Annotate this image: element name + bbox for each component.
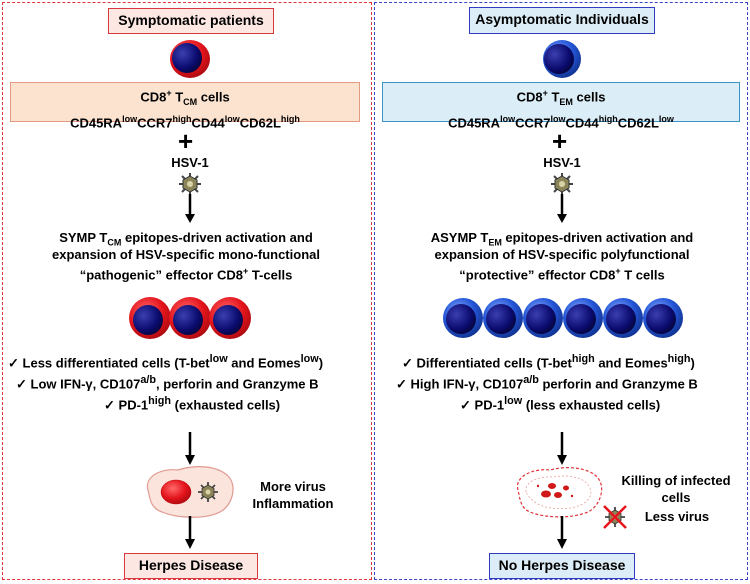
- symp-activation-line1: SYMP TCM epitopes-driven activation and: [59, 230, 313, 248]
- arrow-down-2-right: [557, 432, 567, 465]
- crossed-virus-icon: [603, 505, 627, 529]
- symptomatic-panel: [2, 2, 372, 580]
- herpes-disease-label: Herpes Disease: [124, 553, 258, 579]
- outcome-inflammation: Inflammation: [252, 496, 334, 511]
- asymp-activation-line3: “protective” effector CD8+ T cells: [459, 266, 665, 283]
- asymp-bullet-3: ✓ PD-1low (less exhausted cells): [460, 395, 661, 413]
- tem-cell-2: [483, 298, 523, 338]
- tcm-cell-1: [129, 297, 171, 339]
- symp-activation-line2: expansion of HSV-specific mono-functiona…: [52, 247, 320, 262]
- hsv-virion-icon: [551, 173, 573, 195]
- outcome-more-virus: More virus: [260, 479, 326, 494]
- no-herpes-disease-label: No Herpes Disease: [489, 553, 635, 579]
- symp-bullet-1: ✓ Less differentiated cells (T-betlow an…: [8, 353, 324, 371]
- virus-label-left: HSV-1: [171, 155, 209, 170]
- tcm-markers: CD45RAlowCCR7highCD44lowCD62Lhigh: [70, 113, 300, 131]
- symp-activation-line3: “pathogenic” effector CD8+ T-cells: [79, 266, 293, 283]
- arrow-down-1-left: [185, 194, 195, 223]
- asymp-activation-line2: expansion of HSV-specific polyfunctional: [434, 247, 690, 262]
- tem-cell-5: [603, 298, 643, 338]
- outcome-less-virus: Less virus: [644, 509, 710, 524]
- expanded-tem-cells: [443, 298, 683, 338]
- tcm-cell-3: [209, 297, 251, 339]
- tem-cell-type-label: CD8+ TEM cells: [516, 88, 606, 107]
- asymptomatic-panel: [374, 2, 748, 580]
- tcm-cell-2: [169, 297, 211, 339]
- tem-cell-icon: [543, 40, 581, 78]
- outcome-cells: cells: [661, 490, 691, 505]
- asymp-bullet-1: ✓ Differentiated cells (T-bethigh and Eo…: [402, 353, 695, 371]
- arrow-down-1-right: [557, 194, 567, 223]
- hsv-virion-icon: [179, 173, 201, 195]
- tem-cell-1: [443, 298, 483, 338]
- symp-bullet-3: ✓ PD-1high (exhausted cells): [104, 395, 281, 413]
- tem-phenotype-box: CD8+ TEM cells CD45RAlowCCR7lowCD44highC…: [382, 82, 740, 130]
- tcm-cell-type-label: CD8+ TCM cells: [140, 88, 230, 107]
- tcm-cell-icon: [170, 40, 210, 78]
- asymp-activation-line1: ASYMP TEM epitopes-driven activation and: [430, 230, 694, 248]
- infected-cell-icon: [146, 466, 234, 518]
- expanded-tcm-cells: [129, 297, 251, 339]
- tem-cell-6: [643, 298, 683, 338]
- plus-sign-right: +: [552, 126, 568, 156]
- tem-cell-4: [563, 298, 603, 338]
- symptomatic-header: Symptomatic patients: [108, 8, 274, 34]
- asymp-bullet-2: ✓ High IFN-γ, CD107a/b perforin and Gran…: [396, 374, 698, 392]
- virus-label-right: HSV-1: [543, 155, 581, 170]
- symp-bullet-2: ✓ Low IFN-γ, CD107a/b, perforin and Gran…: [16, 374, 319, 392]
- killed-cell-icon: [516, 467, 603, 518]
- outcome-killing-infected: Killing of infected: [621, 473, 731, 488]
- plus-sign-left: +: [178, 126, 194, 156]
- arrow-down-2-left: [185, 432, 195, 465]
- tcm-phenotype-box: CD8+ TCM cells CD45RAlowCCR7highCD44lowC…: [10, 82, 360, 130]
- tem-markers: CD45RAlowCCR7lowCD44highCD62Llow: [448, 113, 674, 131]
- tem-cell-3: [523, 298, 563, 338]
- arrow-down-3-right: [557, 516, 567, 549]
- asymptomatic-header: Asymptomatic Individuals: [469, 7, 655, 34]
- arrow-down-3-left: [185, 516, 195, 549]
